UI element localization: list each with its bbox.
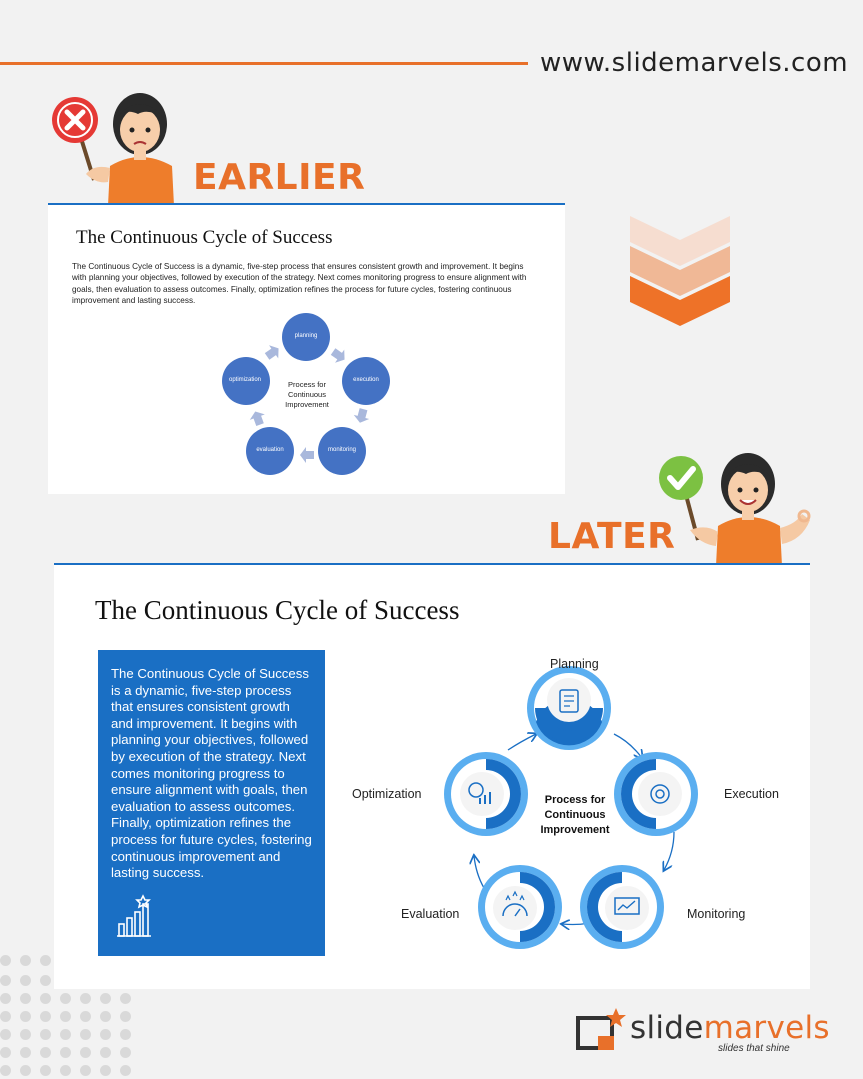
cycle-arrow — [613, 733, 642, 758]
site-url[interactable]: www.slidemarvels.com — [540, 48, 849, 78]
slidemarvels-logo-icon — [576, 1008, 626, 1050]
earlier-step-monitoring: monitoring — [327, 447, 356, 453]
later-center-label: Process for Continuous Improvement — [540, 794, 610, 836]
later-description-box: The Continuous Cycle of Success is a dyn… — [98, 650, 325, 956]
earlier-step-optimization: optimization — [228, 377, 261, 383]
step-execution-node — [614, 752, 698, 836]
growth-chart-icon — [117, 894, 151, 937]
brand-tagline: slides that shine — [718, 1043, 790, 1054]
earlier-slide-body: The Continuous Cycle of Success is a dyn… — [72, 262, 527, 306]
earlier-step-execution-circle — [342, 357, 390, 405]
earlier-center-label: Process for Continuous Improvement — [285, 380, 329, 409]
later-step-execution-label: Execution — [724, 787, 779, 801]
step-planning-node — [527, 666, 611, 750]
happy-girl-illustration — [659, 453, 811, 566]
later-step-evaluation-label: Evaluation — [401, 907, 460, 921]
step-optimization-node — [444, 752, 528, 836]
sad-girl-illustration — [52, 93, 174, 206]
cycle-arrow — [474, 856, 485, 889]
cycle-arrow — [330, 348, 345, 363]
later-slide: The Continuous Cycle of Success The Cont… — [54, 563, 810, 989]
earlier-cycle-diagram — [222, 313, 390, 475]
later-step-optimization-label: Optimization — [352, 787, 422, 801]
down-chevrons-icon — [630, 216, 730, 326]
header-rule — [0, 62, 528, 65]
later-cycle-diagram — [444, 666, 698, 949]
earlier-slide: The Continuous Cycle of Success The Cont… — [48, 203, 565, 494]
cycle-arrow — [507, 734, 536, 751]
later-step-planning-label: Planning — [550, 657, 599, 671]
cycle-arrow — [664, 831, 675, 870]
earlier-step-optimization-circle — [222, 357, 270, 405]
later-slide-body: The Continuous Cycle of Success is a dyn… — [111, 666, 312, 881]
dot-grid-decoration — [0, 955, 140, 1079]
earlier-step-execution: execution — [353, 377, 379, 383]
earlier-slide-title: The Continuous Cycle of Success — [76, 227, 333, 248]
earlier-step-evaluation: evaluation — [256, 447, 284, 453]
step-evaluation-node — [478, 865, 562, 949]
cycle-arrow — [300, 447, 314, 463]
earlier-step-evaluation-circle — [246, 427, 294, 475]
earlier-step-monitoring-circle — [318, 427, 366, 475]
cycle-arrow — [353, 408, 370, 423]
earlier-step-planning-circle — [282, 313, 330, 361]
earlier-label: EARLIER — [193, 157, 366, 198]
later-label: LATER — [548, 516, 676, 557]
later-step-monitoring-label: Monitoring — [687, 907, 746, 921]
cycle-arrow — [249, 411, 265, 427]
brand-name: slidemarvels — [630, 1010, 830, 1046]
earlier-step-planning: planning — [294, 333, 318, 339]
cycle-arrow — [264, 345, 279, 360]
later-slide-title: The Continuous Cycle of Success — [95, 595, 460, 625]
step-monitoring-node — [580, 865, 664, 949]
